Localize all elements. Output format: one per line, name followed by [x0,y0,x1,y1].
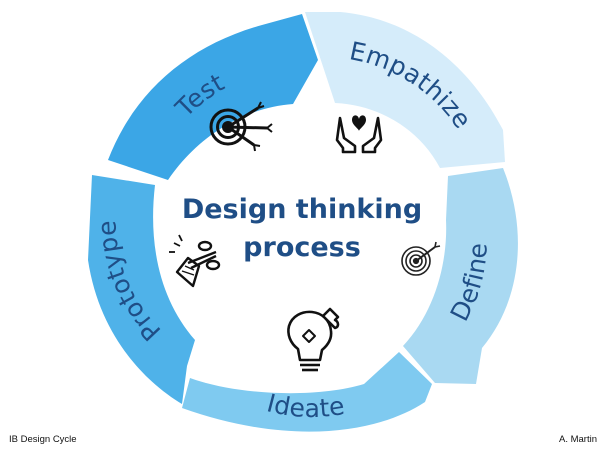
segment-ideate [182,352,432,432]
lightbulb-puzzle-icon [287,307,340,372]
cycle-ring [88,12,518,432]
segment-define [403,168,518,384]
center-title-line1: Design thinking [182,194,422,225]
scissors-paper-icon [169,234,221,288]
segment-prototype [88,175,195,404]
center-title-line2: process [243,232,361,263]
hands-heart-icon [335,115,383,154]
target-arrows-icon [209,101,273,152]
footer-left-caption: IB Design Cycle [9,434,77,445]
segment-empathize [305,12,505,168]
footer-right-author: A. Martin [558,434,597,445]
segment-test [108,14,318,180]
target-spiral-icon [401,241,441,276]
stage-ideate-label: Ideate [264,388,347,423]
